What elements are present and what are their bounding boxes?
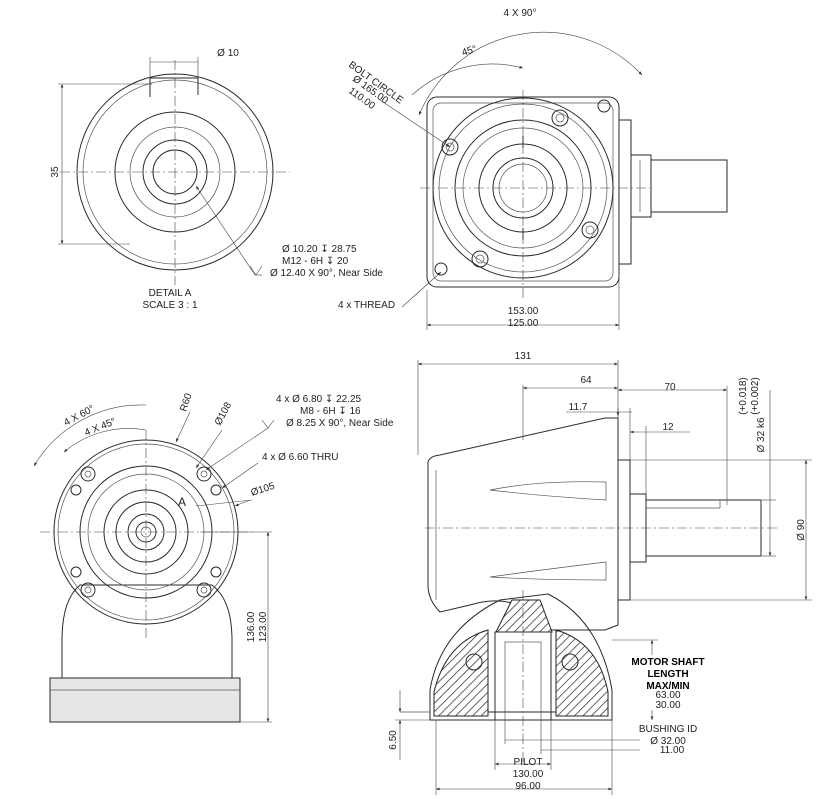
bl-hole-note-3: Ø 8.25 X 90°, Near Side [286,418,394,429]
bottom-right-view: 131 64 70 11.7 12 (+0.018) (+0.002) Ø 32… [388,351,812,795]
tr-angle-outer: 4 X 90° [504,8,537,19]
br-dim-6-50: 6.50 [388,730,399,750]
br-motor-max: 63.00 [655,690,680,701]
bl-detail-marker: A [178,495,186,509]
tr-thread-label: 4 x THREAD [338,300,395,311]
br-bushing-1: Ø 32.00 [650,736,686,747]
bl-thru-note: 4 x Ø 6.60 THRU [262,452,339,463]
detail-note-1: Ø 10.20 ↧ 28.75 [282,244,357,255]
tr-width-1: 153.00 [508,306,539,317]
bl-bolts [70,466,222,598]
br-shaft-tol-plus: (+0.018) [738,377,749,415]
br-shaft-dia: Ø 32 k6 [756,417,767,452]
flange-bolts [434,99,611,276]
br-bushing-label: BUSHING ID [639,724,697,735]
bl-hole-note-1: 4 x Ø 6.80 ↧ 22.25 [276,394,362,405]
br-dim-64: 64 [580,375,592,386]
tr-angle-inner: 45° [461,44,479,59]
br-overall-width: 131 [515,351,532,362]
tr-width-2: 125.00 [508,318,539,329]
br-motor-label-2: LENGTH [647,669,688,680]
bl-dia-108: Ø108 [213,400,234,427]
bottom-left-view: 4 X 60° 4 X 45° R60 Ø108 4 x Ø 6.80 ↧ 22… [33,392,394,723]
top-right-view: 4 X 90° 45° BOLT CIRCLE Ø 165.00 110.00 … [338,8,728,330]
br-bushing-2: 11.00 [660,745,685,756]
detail-scale: SCALE 3 : 1 [142,300,197,311]
bl-angle-45: 4 X 45° [83,416,118,439]
detail-height-dim: 35 [50,166,61,178]
br-pilot-2: 96.00 [515,781,540,792]
br-dia-90: Ø 90 [796,519,807,541]
bl-hole-note-2: M8 - 6H ↧ 16 [300,406,361,417]
br-motor-label-1: MOTOR SHAFT [631,657,704,668]
bl-dia-105: Ø105 [250,481,277,499]
detail-note-2: M12 - 6H ↧ 20 [282,256,349,267]
br-motor-label-3: MAX/MIN [646,681,689,692]
detail-title: DETAIL A [149,288,192,299]
detail-a-view: Ø 10 35 Ø 10.20 ↧ 28.75 M12 - 6H ↧ 20 Ø … [50,48,383,311]
bl-radius: R60 [178,392,194,413]
bl-height-1: 136.00 [246,611,257,642]
br-pilot-1: 130.00 [513,769,544,780]
br-pilot-label: PILOT [514,757,543,768]
detail-note-3: Ø 12.40 X 90°, Near Side [270,268,383,279]
detail-keyway-dim: Ø 10 [217,48,239,59]
br-dim-11-7: 11.7 [569,402,588,413]
br-dim-70: 70 [664,382,676,393]
bl-height-2: 123.00 [258,611,269,642]
br-dim-12: 12 [662,422,674,433]
br-shaft-tol-minus: (+0.002) [750,377,761,415]
br-motor-min: 30.00 [655,700,680,711]
